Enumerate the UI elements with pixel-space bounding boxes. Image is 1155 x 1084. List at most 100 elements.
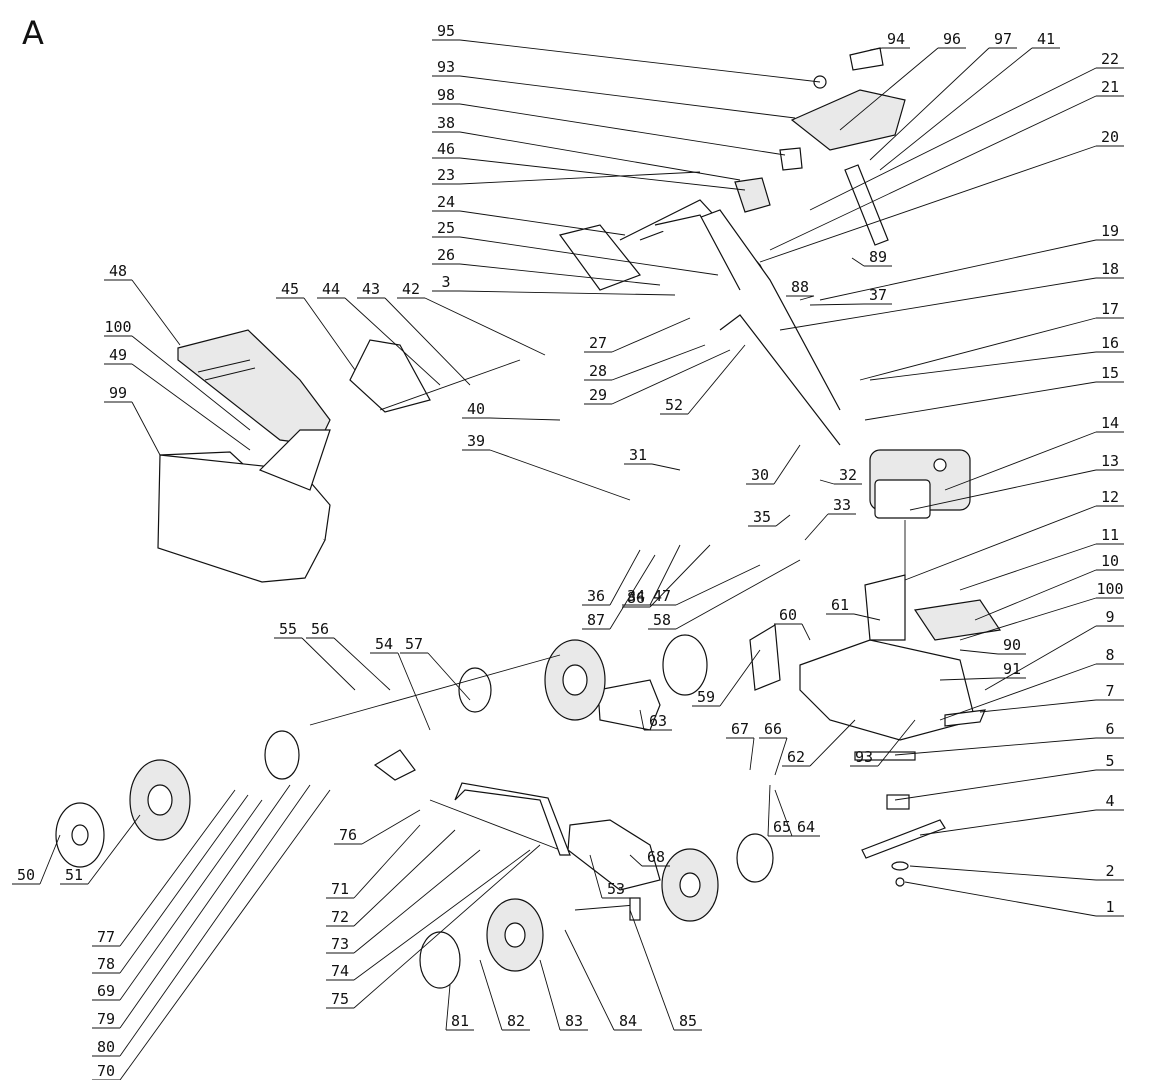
callout-leader — [611, 344, 706, 381]
callout-label: 69 — [97, 982, 115, 1000]
callout-97: 97 — [869, 30, 1017, 161]
callout-label: 11 — [1101, 526, 1119, 544]
callout-label: 28 — [589, 362, 607, 380]
callout-label: 84 — [619, 1012, 637, 1030]
callout-label: 32 — [839, 466, 857, 484]
callout-82: 82 — [479, 959, 530, 1031]
callout-label: 6 — [1105, 720, 1114, 738]
callout-leader — [809, 719, 856, 767]
callout-16: 16 — [869, 334, 1124, 381]
callout-83: 83 — [539, 959, 588, 1031]
callout-label: 9 — [1105, 608, 1114, 626]
callout-68: 68 — [629, 848, 670, 867]
callout-37: 37 — [809, 286, 892, 306]
callout-label: 15 — [1101, 364, 1119, 382]
callout-label: 13 — [1101, 452, 1119, 470]
callout-leader — [611, 317, 691, 353]
callout-18: 18 — [779, 260, 1124, 331]
callout-leader — [839, 47, 939, 131]
callout-4: 4 — [919, 792, 1124, 836]
callout-89: 89 — [851, 248, 892, 267]
callout-leader — [851, 257, 865, 267]
callout-label: 74 — [331, 962, 349, 980]
callout-72: 72 — [326, 829, 456, 927]
callout-81: 81 — [445, 984, 474, 1031]
callout-leader — [939, 677, 999, 681]
callout-label: 91 — [1003, 660, 1021, 678]
callout-leader — [775, 514, 791, 527]
callout-label: 18 — [1101, 260, 1119, 278]
callout-label: 10 — [1101, 552, 1119, 570]
callout-leader — [459, 157, 746, 191]
callout-label: 22 — [1101, 50, 1119, 68]
callout-leader — [639, 709, 645, 731]
callout-label: 76 — [339, 826, 357, 844]
callout-35: 35 — [748, 508, 791, 527]
callout-label: 43 — [362, 280, 380, 298]
callout-leader — [853, 613, 881, 621]
callout-49: 49 — [104, 346, 251, 451]
blade-drawing — [854, 751, 946, 887]
callout-label: 65 — [773, 818, 791, 836]
callout-leader — [984, 625, 1097, 691]
callout-leader — [459, 171, 701, 185]
callout-label: 21 — [1101, 78, 1119, 96]
callout-6: 6 — [894, 720, 1124, 756]
callout-94: 94 — [869, 30, 910, 51]
callout-93: 93 — [432, 58, 796, 119]
callout-60: 60 — [774, 606, 811, 641]
callout-leader — [904, 505, 1097, 581]
callout-46: 46 — [432, 140, 746, 191]
callout-leader — [479, 959, 503, 1031]
callout-40: 40 — [462, 400, 561, 421]
callout-61: 61 — [826, 596, 881, 621]
callout-8: 8 — [939, 646, 1124, 721]
callout-leader — [611, 349, 731, 405]
callout-label: 62 — [787, 748, 805, 766]
callout-label: 98 — [437, 86, 455, 104]
callout-33: 33 — [804, 496, 856, 541]
callout-leader — [424, 297, 546, 356]
callout-label: 41 — [1037, 30, 1055, 48]
callout-leader — [301, 637, 356, 691]
callout-label: 56 — [311, 620, 329, 638]
callout-leader — [864, 381, 1097, 421]
callout-45: 45 — [276, 280, 356, 371]
callout-label: 16 — [1101, 334, 1119, 352]
callout-leader — [909, 469, 1097, 511]
callout-leader — [459, 236, 719, 276]
callout-34: 34 — [622, 544, 681, 606]
callout-leader — [675, 559, 801, 630]
callout-leader — [333, 637, 391, 691]
callout-leader — [869, 47, 883, 51]
callout-leader — [353, 824, 421, 899]
callout-label: 72 — [331, 908, 349, 926]
callout-leader — [119, 784, 291, 1029]
callout-leader — [589, 854, 603, 899]
callout-leader — [119, 794, 249, 974]
callout-73: 73 — [326, 849, 481, 954]
callout-leader — [877, 719, 916, 767]
callout-19: 19 — [819, 222, 1124, 301]
callout-24: 24 — [432, 193, 626, 236]
callout-leader — [489, 449, 631, 501]
callout-label: 58 — [653, 611, 671, 629]
callout-27: 27 — [584, 317, 691, 353]
callout-label: 25 — [437, 219, 455, 237]
callout-12: 12 — [904, 488, 1124, 581]
callout-28: 28 — [584, 344, 706, 381]
callout-66: 66 — [759, 720, 788, 776]
callout-29: 29 — [584, 349, 731, 405]
callout-label: 100 — [1096, 580, 1123, 598]
callout-label: 30 — [751, 466, 769, 484]
callout-leader — [609, 549, 641, 606]
callout-leader — [799, 295, 815, 301]
callout-leader — [869, 47, 990, 161]
callout-leader — [427, 652, 471, 701]
callout-23: 23 — [432, 166, 701, 185]
callout-leader — [979, 699, 1097, 713]
callout-54: 54 — [370, 635, 431, 731]
callout-7: 7 — [979, 682, 1124, 713]
callout-100: 100 — [104, 318, 251, 431]
